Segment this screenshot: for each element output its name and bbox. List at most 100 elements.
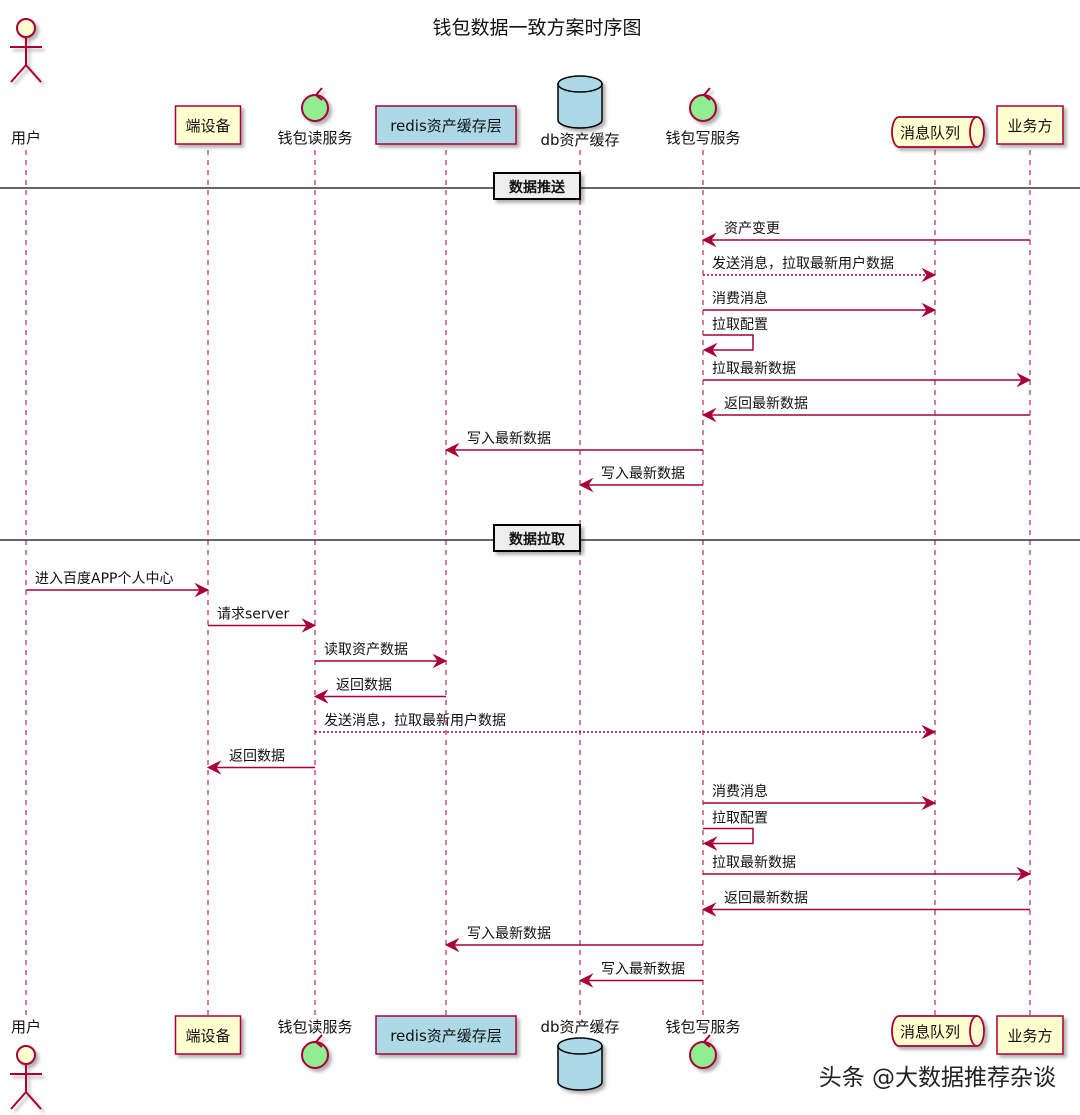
actor-icon — [10, 1045, 42, 1110]
arrowhead-icon — [701, 902, 717, 917]
message-label: 写入最新数据 — [467, 431, 551, 447]
message-label: 写入最新数据 — [467, 926, 551, 942]
actor-leg-right — [25, 64, 42, 83]
queue-icon — [891, 116, 985, 148]
arrowhead-icon — [194, 582, 210, 598]
arrowhead-icon — [432, 653, 448, 669]
messages: 资产变更发送消息，拉取最新用户数据消费消息拉取配置拉取最新数据返回最新数据写入最… — [26, 221, 1032, 988]
message-label: 进入百度APP个人中心 — [35, 571, 173, 587]
participant-read_svc[interactable]: 钱包读服务 — [277, 87, 353, 147]
arrowhead-icon — [921, 267, 937, 283]
message-arrow: 拉取最新数据 — [703, 855, 1032, 882]
message-arrow: 消费消息 — [703, 783, 937, 811]
participant-db[interactable]: db资产缓存 — [540, 1018, 620, 1091]
participant-device[interactable]: 端设备 — [174, 105, 242, 145]
participant-label: 钱包写服务 — [665, 1018, 740, 1036]
participant-device[interactable]: 端设备 — [174, 1015, 242, 1055]
participant-box — [996, 1015, 1064, 1055]
participant-label: db资产缓存 — [540, 131, 619, 149]
message-label: 拉取最新数据 — [712, 361, 796, 377]
participant-biz[interactable]: 业务方 — [996, 105, 1064, 145]
participant-label: redis资产缓存层 — [390, 117, 502, 135]
actor-icon — [10, 18, 42, 83]
control-icon — [301, 1034, 329, 1069]
message-arrow: 返回数据 — [206, 749, 315, 775]
actor-head-icon — [16, 1045, 36, 1065]
message-label: 消费消息 — [712, 290, 768, 307]
participant-mq[interactable]: 消息队列 — [891, 116, 985, 148]
message-arrow: 写入最新数据 — [578, 466, 703, 493]
message-label: 返回数据 — [229, 749, 285, 765]
message-label: 读取资产数据 — [324, 641, 408, 658]
arrowhead-icon — [702, 342, 718, 358]
message-arrow: 拉取配置 — [702, 317, 768, 358]
message-label: 返回数据 — [336, 678, 392, 694]
message-label: 写入最新数据 — [601, 466, 685, 482]
message-arrow: 写入最新数据 — [444, 926, 703, 953]
participant-label: 钱包读服务 — [277, 1018, 352, 1036]
control-arrow — [703, 87, 711, 101]
participant-box — [174, 1015, 242, 1055]
self-message-line — [703, 334, 754, 351]
control-arrow — [703, 1034, 711, 1048]
participant-box — [996, 105, 1064, 145]
message-arrow: 资产变更 — [701, 221, 1030, 248]
participant-write_svc[interactable]: 钱包写服务 — [665, 1018, 741, 1069]
database-body — [557, 1045, 603, 1091]
message-label: 拉取最新数据 — [712, 855, 796, 871]
message-label: 返回最新数据 — [724, 891, 808, 907]
message-arrow: 消费消息 — [703, 290, 937, 318]
participant-label: 业务方 — [1007, 117, 1052, 135]
message-arrow: 写入最新数据 — [578, 962, 703, 988]
lifelines — [25, 150, 1031, 1015]
actor-leg-left — [10, 1091, 27, 1110]
arrowhead-icon — [301, 618, 317, 633]
participant-mq[interactable]: 消息队列 — [891, 1015, 985, 1047]
arrowhead-icon — [921, 795, 937, 811]
participant-label: 消息队列 — [900, 1023, 960, 1041]
arrowhead-icon — [206, 760, 222, 775]
participant-redis[interactable]: redis资产缓存层 — [375, 1015, 517, 1055]
divider-label: 数据推送 — [509, 179, 566, 196]
arrowhead-icon — [921, 724, 937, 740]
participant-box — [375, 1015, 517, 1055]
participant-user[interactable]: 用户 — [10, 18, 42, 147]
arrowhead-icon — [702, 836, 718, 851]
diagram-title: 钱包数据一致方案时序图 — [432, 17, 641, 39]
participant-db[interactable]: db资产缓存 — [540, 75, 620, 149]
participant-label: 端设备 — [185, 117, 230, 135]
participant-redis[interactable]: redis资产缓存层 — [375, 105, 517, 145]
arrowhead-icon — [701, 232, 717, 248]
message-arrow: 拉取配置 — [702, 811, 768, 851]
watermark: 头条 @大数据推荐杂谈 — [819, 1065, 1056, 1091]
message-arrow: 进入百度APP个人中心 — [26, 571, 210, 598]
control-circle — [301, 94, 329, 122]
participant-user[interactable]: 用户 — [10, 1018, 42, 1110]
participant-label: 钱包读服务 — [277, 129, 352, 147]
participant-label: 用户 — [11, 1018, 41, 1036]
arrowhead-icon — [578, 973, 594, 988]
participant-label: redis资产缓存层 — [390, 1027, 502, 1045]
arrowhead-icon — [1016, 866, 1032, 882]
participant-box — [375, 105, 517, 145]
participant-box — [174, 105, 242, 145]
participant-read_svc[interactable]: 钱包读服务 — [277, 1018, 353, 1069]
control-icon — [689, 87, 717, 122]
control-circle — [301, 1041, 329, 1069]
divider-label: 数据拉取 — [509, 531, 566, 548]
message-label: 请求server — [217, 607, 290, 623]
control-circle — [689, 94, 717, 122]
message-arrow: 返回最新数据 — [701, 396, 1030, 423]
arrowhead-icon — [921, 302, 937, 318]
database-top — [557, 75, 603, 93]
participant-write_svc[interactable]: 钱包写服务 — [665, 87, 741, 147]
queue-end — [969, 116, 978, 148]
divider-box — [493, 172, 581, 200]
self-message-line — [703, 827, 754, 845]
section-divider: 数据推送 — [0, 172, 1080, 200]
database-top — [557, 1037, 603, 1055]
participant-biz[interactable]: 业务方 — [996, 1015, 1064, 1055]
participant-label: 用户 — [11, 129, 41, 147]
